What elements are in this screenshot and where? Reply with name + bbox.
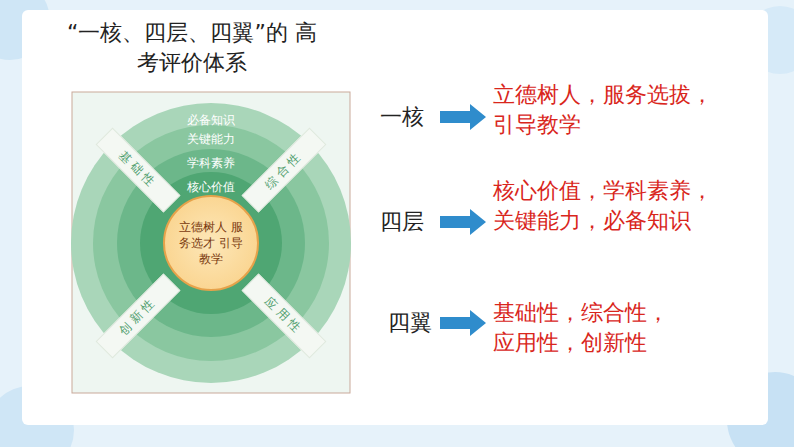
arrows <box>440 104 486 336</box>
term-label: 四翼 <box>388 308 448 338</box>
core-circle: 立德树人 服务选才 引导教学 <box>163 195 259 291</box>
diagram-frame <box>72 92 350 393</box>
definition-text: 立德树人，服务选拔，引导教学 <box>493 80 728 140</box>
term-label: 四层 <box>380 207 440 237</box>
core-text: 立德树人 服务选才 引导教学 <box>175 219 247 267</box>
definition-text: 核心价值，学科素养，关键能力，必备知识 <box>493 176 728 236</box>
content-panel <box>22 10 768 425</box>
definition-text: 基础性，综合性，应用性，创新性 <box>493 298 683 358</box>
slide-title: “一核、四层、四翼”的 高考评价体系 <box>62 18 322 78</box>
arrow <box>440 310 486 336</box>
layer-label: 必备知识 <box>71 113 351 127</box>
arrow <box>440 104 486 130</box>
term-label: 一核 <box>380 102 440 132</box>
arrow <box>440 209 486 235</box>
